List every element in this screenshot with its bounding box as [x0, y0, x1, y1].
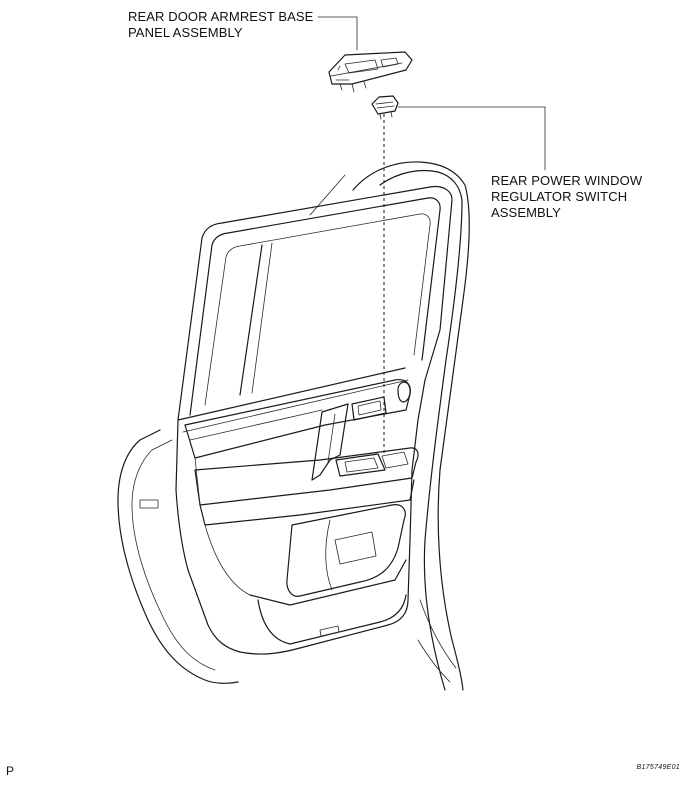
- vehicle-body-outline: [309, 161, 470, 691]
- armrest-base-panel: [328, 51, 413, 93]
- rear-door-frame: [117, 185, 453, 684]
- switch-leader-line: [397, 106, 546, 171]
- window-switch-label: REAR POWER WINDOW REGULATOR SWITCH ASSEM…: [491, 173, 642, 221]
- switch-label-line2: REGULATOR SWITCH: [491, 189, 628, 204]
- page-code: P: [6, 764, 15, 778]
- switch-label-line1: REAR POWER WINDOW: [491, 173, 643, 188]
- figure-id: B175749E01: [636, 764, 680, 771]
- armrest-panel-label: REAR DOOR ARMREST BASE PANEL ASSEMBLY: [128, 9, 313, 41]
- armrest-label-line1: REAR DOOR ARMREST BASE: [128, 9, 314, 24]
- armrest-leader-line: [317, 16, 358, 51]
- armrest-label-line2: PANEL ASSEMBLY: [128, 25, 243, 40]
- switch-label-line3: ASSEMBLY: [491, 205, 561, 220]
- door-trim-panel: [184, 379, 419, 645]
- window-switch-part: [371, 95, 399, 120]
